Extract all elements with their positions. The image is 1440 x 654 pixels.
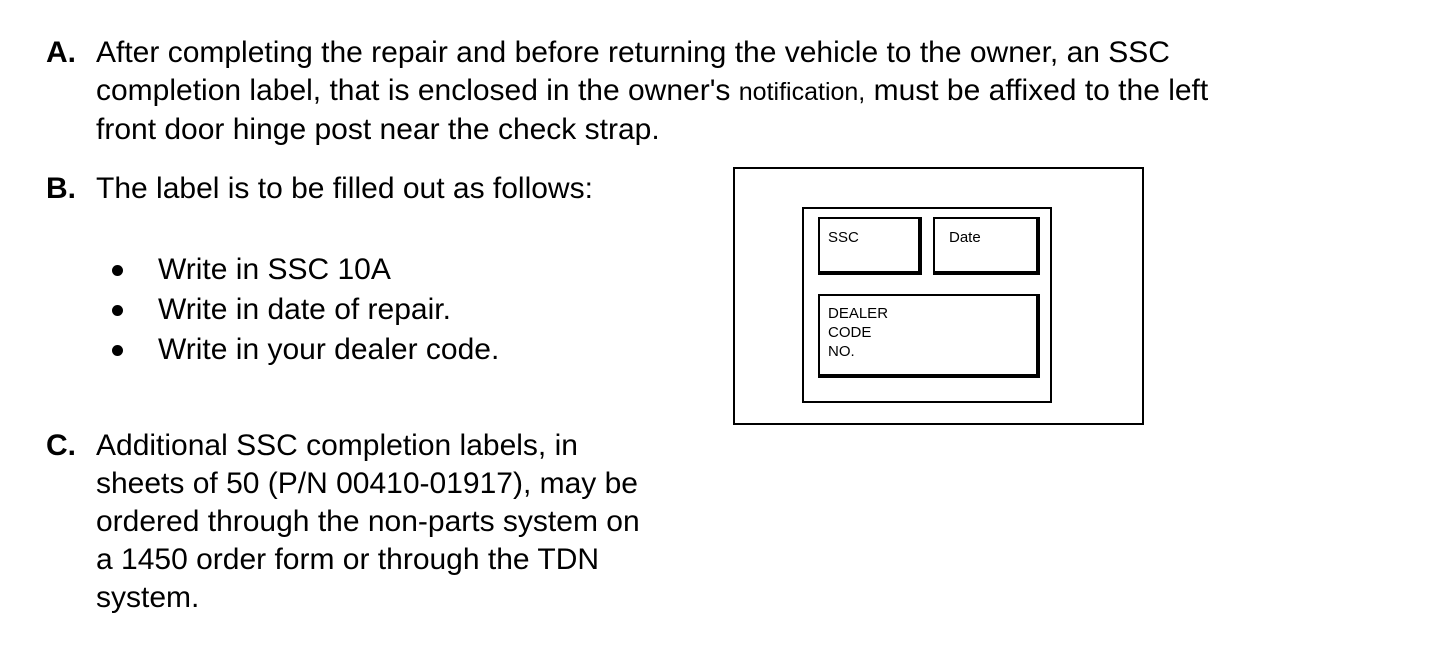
section-a-line-2a: completion label, that is enclosed in th…	[96, 74, 731, 107]
section-a-line-2: completion label, that is enclosed in th…	[96, 72, 1406, 111]
date-field-box: Date	[933, 217, 1040, 275]
section-a-line-2b: notification,	[738, 78, 866, 106]
bullet-text: Write in SSC 10A	[158, 253, 391, 286]
section-a-marker: A.	[46, 36, 76, 69]
section-b: B. The label is to be filled out as foll…	[46, 170, 706, 208]
section-a: A. After completing the repair and befor…	[46, 34, 1406, 149]
dealer-field-label-line-1: DEALER	[828, 305, 889, 322]
bullet-icon	[112, 265, 123, 276]
dealer-code-field-box: DEALER CODE NO.	[818, 294, 1040, 378]
section-c-line-1: Additional SSC completion labels, in	[96, 429, 578, 462]
section-c-line-2: sheets of 50 (P/N 00410-01917), may be	[96, 467, 638, 500]
list-item: Write in SSC 10A	[108, 250, 499, 290]
ssc-field-box: SSC	[818, 217, 922, 275]
bullet-icon	[112, 345, 123, 356]
section-b-intro: The label is to be filled out as follows…	[96, 172, 593, 205]
section-c-line-3: ordered through the non-parts system on	[96, 505, 640, 538]
section-c-line-4: a 1450 order form or through the TDN	[96, 543, 600, 576]
section-c-text: Additional SSC completion labels, in she…	[96, 427, 726, 617]
completion-label-card	[802, 207, 1052, 403]
label-diagram-frame	[733, 167, 1144, 425]
section-b-bullet-list: Write in SSC 10A Write in date of repair…	[108, 250, 499, 370]
bullet-icon	[112, 305, 123, 316]
dealer-field-label-line-2: CODE	[828, 324, 872, 341]
section-c-line-5: system.	[96, 581, 200, 614]
section-c: C. Additional SSC completion labels, in …	[46, 427, 726, 617]
dealer-field-label-line-3: NO.	[828, 343, 855, 360]
date-field-label: Date	[949, 229, 981, 246]
ssc-field-label: SSC	[828, 229, 859, 246]
section-a-text: After completing the repair and before r…	[96, 34, 1406, 149]
section-a-line-3: front door hinge post near the check str…	[96, 113, 660, 146]
section-a-line-2c: must be affixed to the left	[865, 74, 1209, 107]
section-b-marker: B.	[46, 172, 76, 205]
bullet-text: Write in your dealer code.	[158, 333, 500, 366]
section-a-line-1: After completing the repair and before r…	[96, 36, 1170, 69]
bullet-text: Write in date of repair.	[158, 293, 451, 326]
section-c-marker: C.	[46, 429, 76, 462]
list-item: Write in date of repair.	[108, 290, 499, 330]
list-item: Write in your dealer code.	[108, 330, 499, 370]
